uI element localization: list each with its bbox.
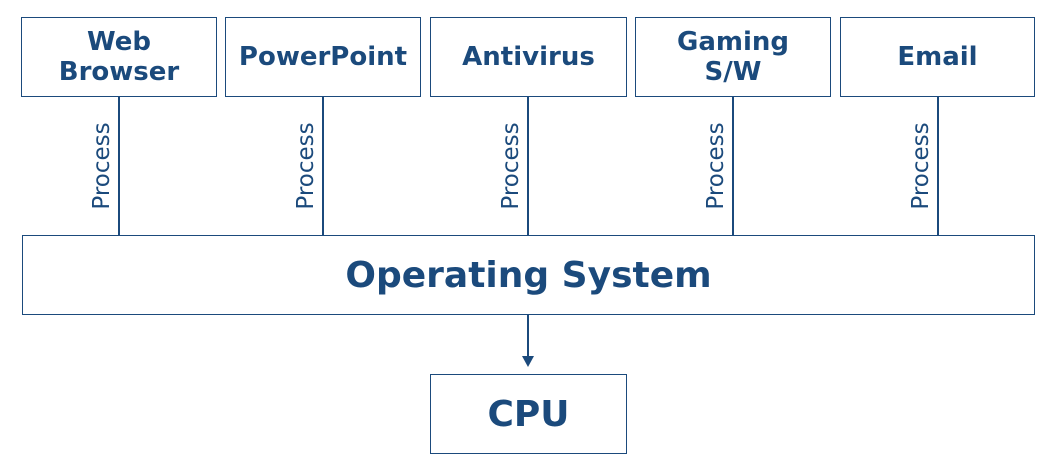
app-box-gaming-sw: Gaming S/W [635, 17, 831, 97]
process-label-powerpoint: Process [293, 122, 319, 210]
cpu-box: CPU [430, 374, 627, 454]
operating-system-box: Operating System [22, 235, 1035, 315]
connector-line-web-browser [118, 97, 120, 235]
connector-line-antivirus [527, 97, 529, 235]
connector-line-email [937, 97, 939, 235]
arrow-line-os-to-cpu [527, 315, 529, 361]
process-label-antivirus: Process [498, 122, 524, 210]
app-box-powerpoint: PowerPoint [225, 17, 421, 97]
process-label-web-browser: Process [89, 122, 115, 210]
app-box-email: Email [840, 17, 1035, 97]
connector-line-powerpoint [322, 97, 324, 235]
connector-line-gaming-sw [732, 97, 734, 235]
arrow-head-icon [522, 356, 534, 367]
app-box-web-browser: Web Browser [21, 17, 217, 97]
process-label-email: Process [908, 122, 934, 210]
app-box-antivirus: Antivirus [430, 17, 627, 97]
process-label-gaming-sw: Process [703, 122, 729, 210]
